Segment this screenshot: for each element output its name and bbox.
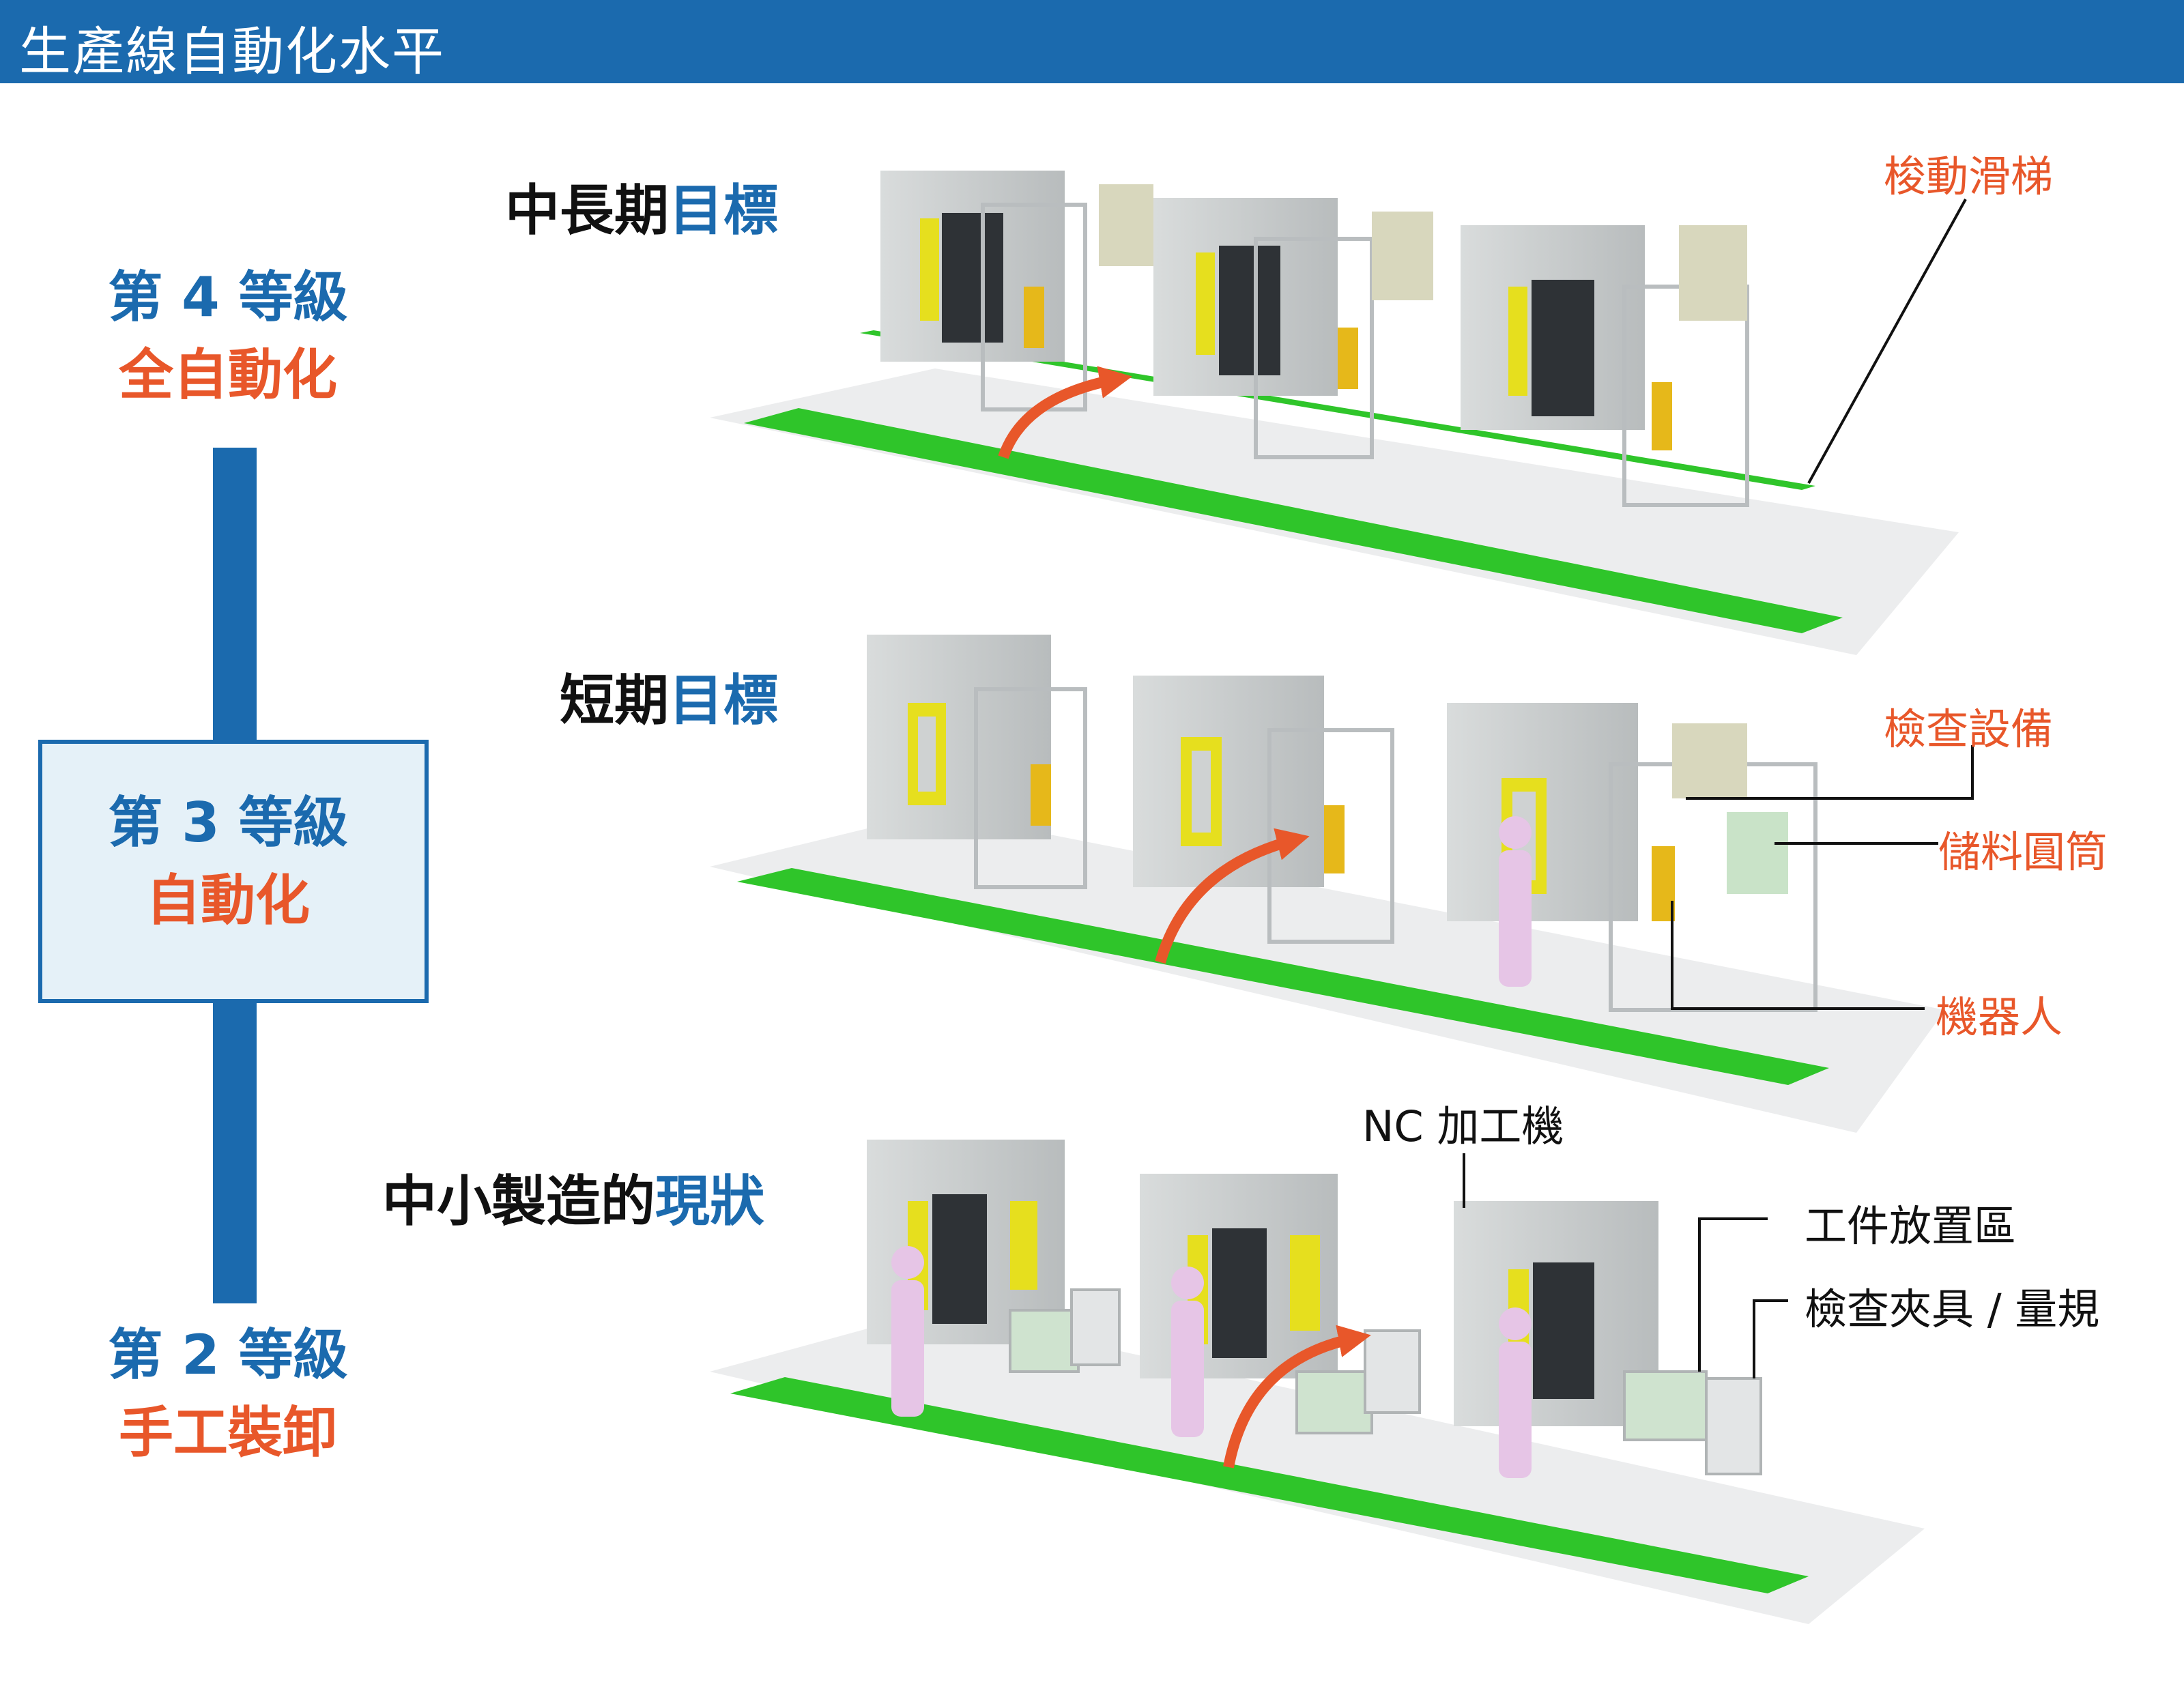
- callout-nc-machine: NC 加工機: [1362, 1101, 1564, 1151]
- robot-cell-frame: [974, 687, 1087, 889]
- scene-long-term: [710, 171, 1967, 655]
- robot-cell-frame: [1267, 728, 1394, 944]
- shuttle-leader-line: [1807, 199, 1967, 484]
- level-2-name: 手工裝卸: [119, 1401, 337, 1464]
- goal-current: 中小製造的現狀: [382, 1157, 764, 1237]
- fixture-cabinet: [1364, 1329, 1421, 1414]
- nc-machine: [867, 635, 1051, 839]
- operator-figure: [1499, 1307, 1532, 1478]
- flow-arrow: [1223, 1325, 1371, 1469]
- nc-machine: [1454, 1201, 1658, 1426]
- inspection-device: [1672, 723, 1747, 798]
- storage-drum: [1727, 812, 1788, 894]
- workpiece-leader-line: [1698, 1217, 1768, 1372]
- operator-figure: [1171, 1267, 1204, 1437]
- robot-arm: [1324, 805, 1345, 873]
- callout-inspection: 檢查設備: [1884, 704, 2054, 754]
- level-3-number: 第 3 等級: [108, 791, 348, 854]
- goal-short-term-prefix: 短期: [560, 669, 669, 732]
- operator-figure: [891, 1246, 924, 1417]
- robot-leader-line: [1671, 901, 1925, 1010]
- level-2: 第 2 等級 手工裝卸: [85, 1324, 371, 1464]
- level-2-number: 第 2 等級: [108, 1323, 348, 1387]
- page-title: 生產線自動化水平: [19, 21, 445, 82]
- goal-current-prefix: 中小製造的: [382, 1170, 655, 1233]
- robot-arm: [1652, 382, 1672, 450]
- callout-storage: 儲料圓筒: [1938, 827, 2108, 877]
- goal-short-term-highlight: 目標: [669, 669, 778, 732]
- level-4: 第 4 等級 全自動化: [85, 266, 371, 407]
- floor-green-stripe: [744, 408, 1843, 633]
- level-3-name: 自動化: [146, 869, 310, 932]
- robot-cell-frame: [1254, 237, 1374, 459]
- inspection-leader-line: [1686, 745, 1974, 800]
- robot-arm: [1024, 287, 1044, 348]
- workpiece-table: [1009, 1309, 1080, 1373]
- level-4-name: 全自動化: [119, 343, 337, 407]
- robot-arm: [1338, 328, 1358, 389]
- callout-shuttle: 梭動滑梯: [1884, 151, 2054, 201]
- goal-short-term: 短期目標: [560, 656, 778, 736]
- storage-cabinet: [1099, 184, 1153, 266]
- robot-arm: [1031, 764, 1051, 826]
- scene-current: [710, 1140, 1925, 1624]
- callout-workpiece-area: 工件放置區: [1805, 1201, 2017, 1251]
- floor-green-stripe: [730, 1377, 1809, 1593]
- callout-robot: 機器人: [1936, 992, 2063, 1042]
- scene-short-term: [710, 635, 1974, 1133]
- level-3-box: [38, 740, 429, 1003]
- goal-long-term-highlight: 目標: [669, 179, 778, 242]
- nc-machine: [1153, 198, 1338, 396]
- storage-cabinet: [1679, 225, 1747, 321]
- goal-long-term-prefix: 中長期: [505, 179, 669, 242]
- fixture-cabinet: [1070, 1288, 1121, 1366]
- fixture-leader-line: [1753, 1299, 1788, 1378]
- operator-figure: [1499, 816, 1532, 987]
- callout-fixture-gauge: 檢查夾具 / 量規: [1805, 1284, 2100, 1334]
- workpiece-table: [1623, 1370, 1708, 1441]
- flow-arrow: [998, 366, 1132, 459]
- level-bar-lower: [213, 1003, 257, 1303]
- nc-machine: [1133, 676, 1324, 887]
- nc-machine: [1461, 225, 1645, 430]
- flow-arrow: [1155, 828, 1310, 964]
- goal-long-term: 中長期目標: [505, 167, 778, 246]
- storage-cabinet: [1372, 212, 1433, 300]
- workpiece-table: [1295, 1370, 1373, 1434]
- level-bar-upper: [213, 448, 257, 740]
- floor-green-stripe: [737, 868, 1829, 1085]
- fixture-cabinet: [1705, 1377, 1762, 1475]
- level-3: 第 3 等級 自動化: [85, 792, 371, 932]
- header-bar: 生產線自動化水平: [0, 0, 2184, 83]
- goal-current-highlight: 現狀: [655, 1170, 764, 1233]
- level-4-number: 第 4 等級: [108, 265, 348, 329]
